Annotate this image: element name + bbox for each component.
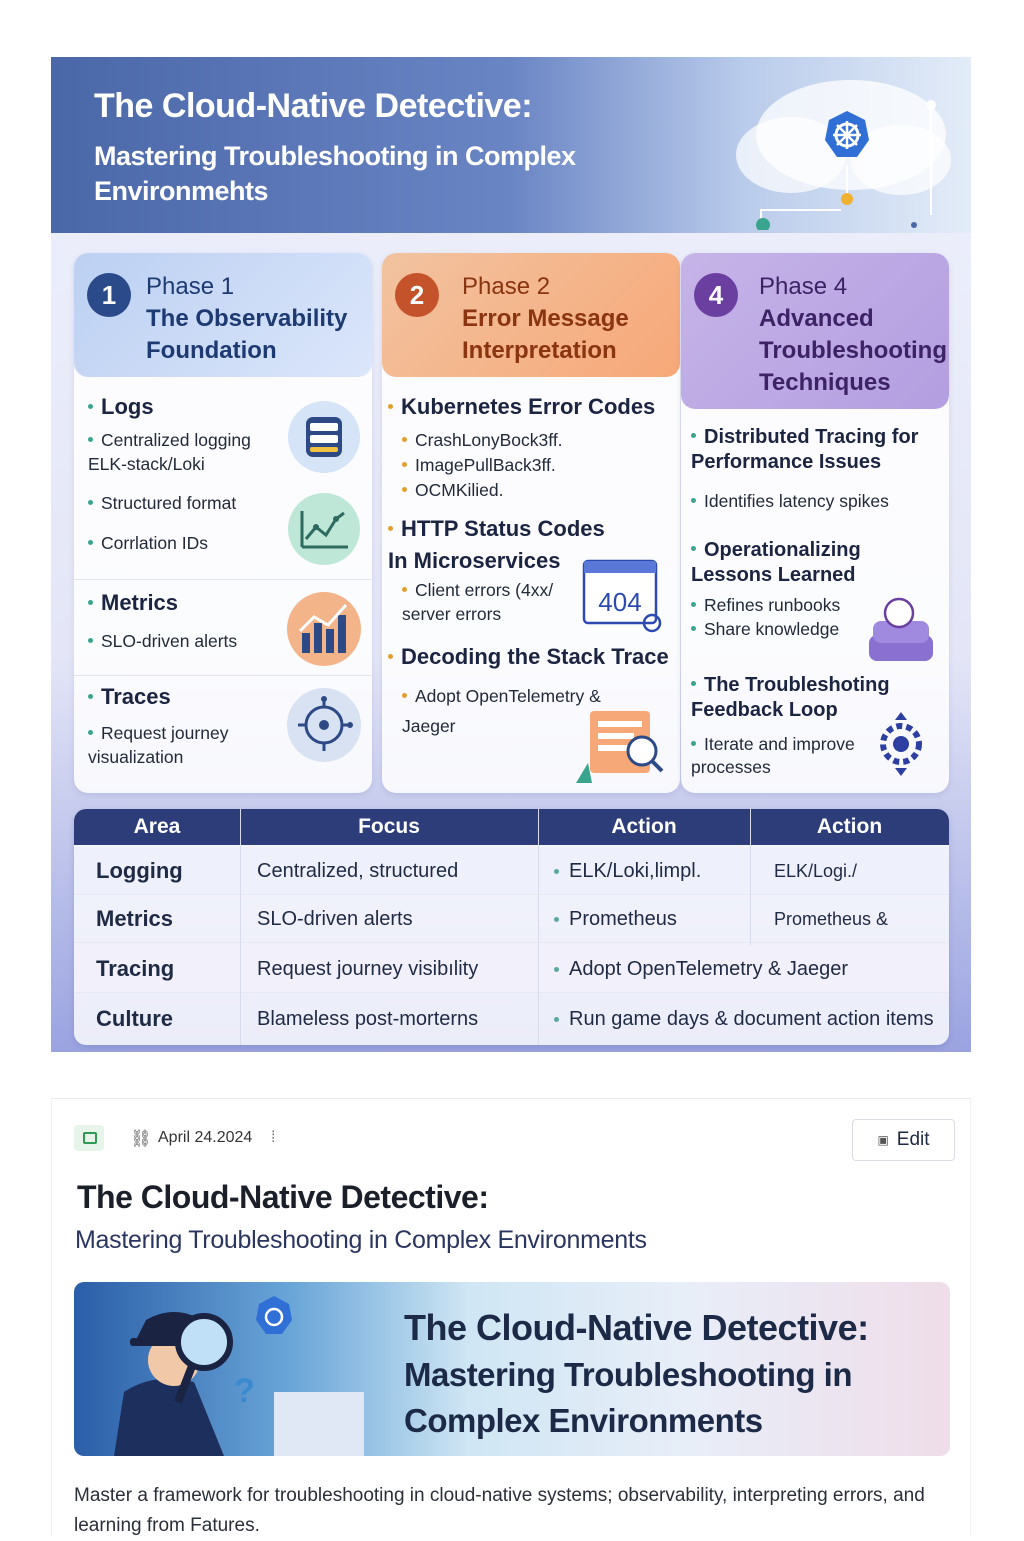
list-item: Operationalizing Lessons Learned [691,539,861,586]
table-cell: SLO-driven alerts [257,908,413,930]
phase-2-header: 2 Phase 2 Error Message Interpretation [382,253,680,377]
table-cell: Centralized, structured [257,860,459,882]
column-header: Action [816,815,883,838]
phase-2-number: 2 [395,273,439,317]
table-row: Tracing Request journey visibılity Adopt… [74,945,949,993]
list-item: The Troubleshoting Feedback Loop [691,674,890,721]
table-row: Logging Centralized, structured ELK/Loki… [74,847,949,895]
database-icon [288,401,360,473]
chart-line-icon [288,493,360,565]
list-item: Structured format [88,491,236,515]
table-cell: ELK/Logi./ [774,861,858,881]
list-item: Centralized logging ELK-stack/Loki [88,430,251,474]
infographic: The Cloud-Native Detective: Mastering Tr… [51,57,971,1052]
column-header: Action [611,815,677,838]
bar-chart-icon [287,592,361,666]
article-card: ⛓ April 24.2024 ⁞ ▣Edit The Cloud-Native… [51,1098,971,1536]
article-subtitle: Mastering Troubleshooting in Complex Env… [75,1226,647,1254]
article-summary: Master a framework for troubleshooting i… [74,1485,925,1536]
table-row: Metrics SLO-driven alerts Prometheus Pro… [74,895,949,943]
document-search-icon [576,711,664,783]
hero-subtitle: Mastering Troubleshooting in Complex Env… [404,1356,853,1439]
list-item: Logs [88,395,154,419]
stacked-layers-icon [869,597,933,661]
banner-subtitle: Mastering Troubleshooting in Complex Env… [94,141,576,206]
status-badge: 404 [598,587,641,617]
column-header: Focus [358,815,420,838]
table-cell: Prometheus & [774,909,889,929]
phase-1-label: Phase 1 [146,273,235,300]
list-item: Request journey visualization [88,723,229,767]
list-item: Decoding the Stack Trace [388,645,669,669]
list-item: HTTP Status Codes In Microservices [388,516,605,573]
table-cell: Run game days & document action items [554,995,934,1043]
list-item: CrashLonyBock3ff. [402,428,563,452]
phase-2-label: Phase 2 [462,273,551,300]
list-item: OCMKilied. [402,478,504,502]
hero-title: The Cloud-Native Detective: [404,1307,869,1348]
table-cell: Request journey visibılity [257,958,479,980]
table-cell: Adopt OpenTelemetry & Jaeger [554,945,848,993]
phase-card-4: 4 Phase 4 Advanced Troubleshooting Techn… [681,253,949,793]
hero-image: ? The Cloud-Native Detective: Mastering … [74,1282,950,1456]
table-cell: Culture [96,1006,173,1031]
infographic-banner: The Cloud-Native Detective: Mastering Tr… [51,57,971,233]
table-cell: ELK/Loki,limpl. [554,847,701,895]
phase-4-header: 4 Phase 4 Advanced Troubleshooting Techn… [681,253,949,409]
phase-1-number: 1 [87,273,131,317]
svg-text:?: ? [234,1372,255,1410]
table-cell: Blameless post-morterns [257,1008,479,1030]
list-item: Adopt OpenTelemetry & Jaeger [402,686,601,736]
list-item: Metrics [88,591,178,615]
edit-button[interactable]: ▣Edit [852,1119,955,1161]
phase-1-name: The Observability Foundation [146,305,348,364]
list-item: Kubernetes Error Codes [388,395,655,419]
link-icon[interactable]: ⛓ [130,1129,152,1148]
list-item: Share knowledge [691,617,839,641]
detective-magnifier-icon: ? [114,1296,364,1456]
phase-4-number: 4 [694,273,738,317]
network-node-icon [287,688,361,762]
table-cell: Tracing [96,956,175,981]
table-row: Culture Blameless post-morterns Run game… [74,995,949,1043]
list-item: Refines runbooks [691,593,840,617]
browser-404-icon: 404 [582,559,662,633]
phase-card-1: 1 Phase 1 The Observability Foundation L… [74,253,372,793]
phase-2-name: Error Message Interpretation [462,305,629,364]
list-item: Client errors (4xx/ server errors [402,580,554,624]
list-item: ImagePullBack3ff. [402,453,556,477]
table-cell: Prometheus [554,895,677,943]
table-header: Area Focus Action Action [74,809,949,845]
list-item: Distributed Tracing for Performance Issu… [691,426,919,473]
share-icon[interactable]: ⁞ [271,1129,276,1146]
phase-2-title: Phase 2 Error Message Interpretation [462,271,652,367]
article-title: The Cloud-Native Detective: [77,1179,489,1215]
list-item: Traces [88,685,171,709]
phase-1-title: Phase 1 The Observability Foundation [146,271,356,367]
list-item: Iterate and improve processes [691,734,855,777]
list-item: Identifies latency spikes [691,489,889,513]
list-item: Corrlation IDs [88,531,208,555]
phase-4-name: Advanced Troubleshooting Techniques [759,305,947,396]
table-cell: Metrics [96,906,174,931]
edit-icon: ▣ [877,1132,889,1147]
kubernetes-cloud-icon [736,80,951,230]
banner-title: The Cloud-Native Detective: [94,87,533,125]
phase-4-label: Phase 4 [759,273,848,300]
column-header: Area [133,815,181,838]
phase-4-title: Phase 4 Advanced Troubleshooting Techniq… [759,271,949,399]
table-cell: Logging [96,858,183,883]
publish-date: April 24.2024 [158,1129,253,1146]
phase-1-header: 1 Phase 1 The Observability Foundation [74,253,372,377]
calendar-icon [74,1125,104,1151]
list-item: SLO-driven alerts [88,629,237,653]
phase-card-2: 2 Phase 2 Error Message Interpretation K… [382,253,680,793]
gear-cycle-icon [880,712,922,776]
summary-table: Area Focus Action Action Logging Central… [74,809,949,1045]
